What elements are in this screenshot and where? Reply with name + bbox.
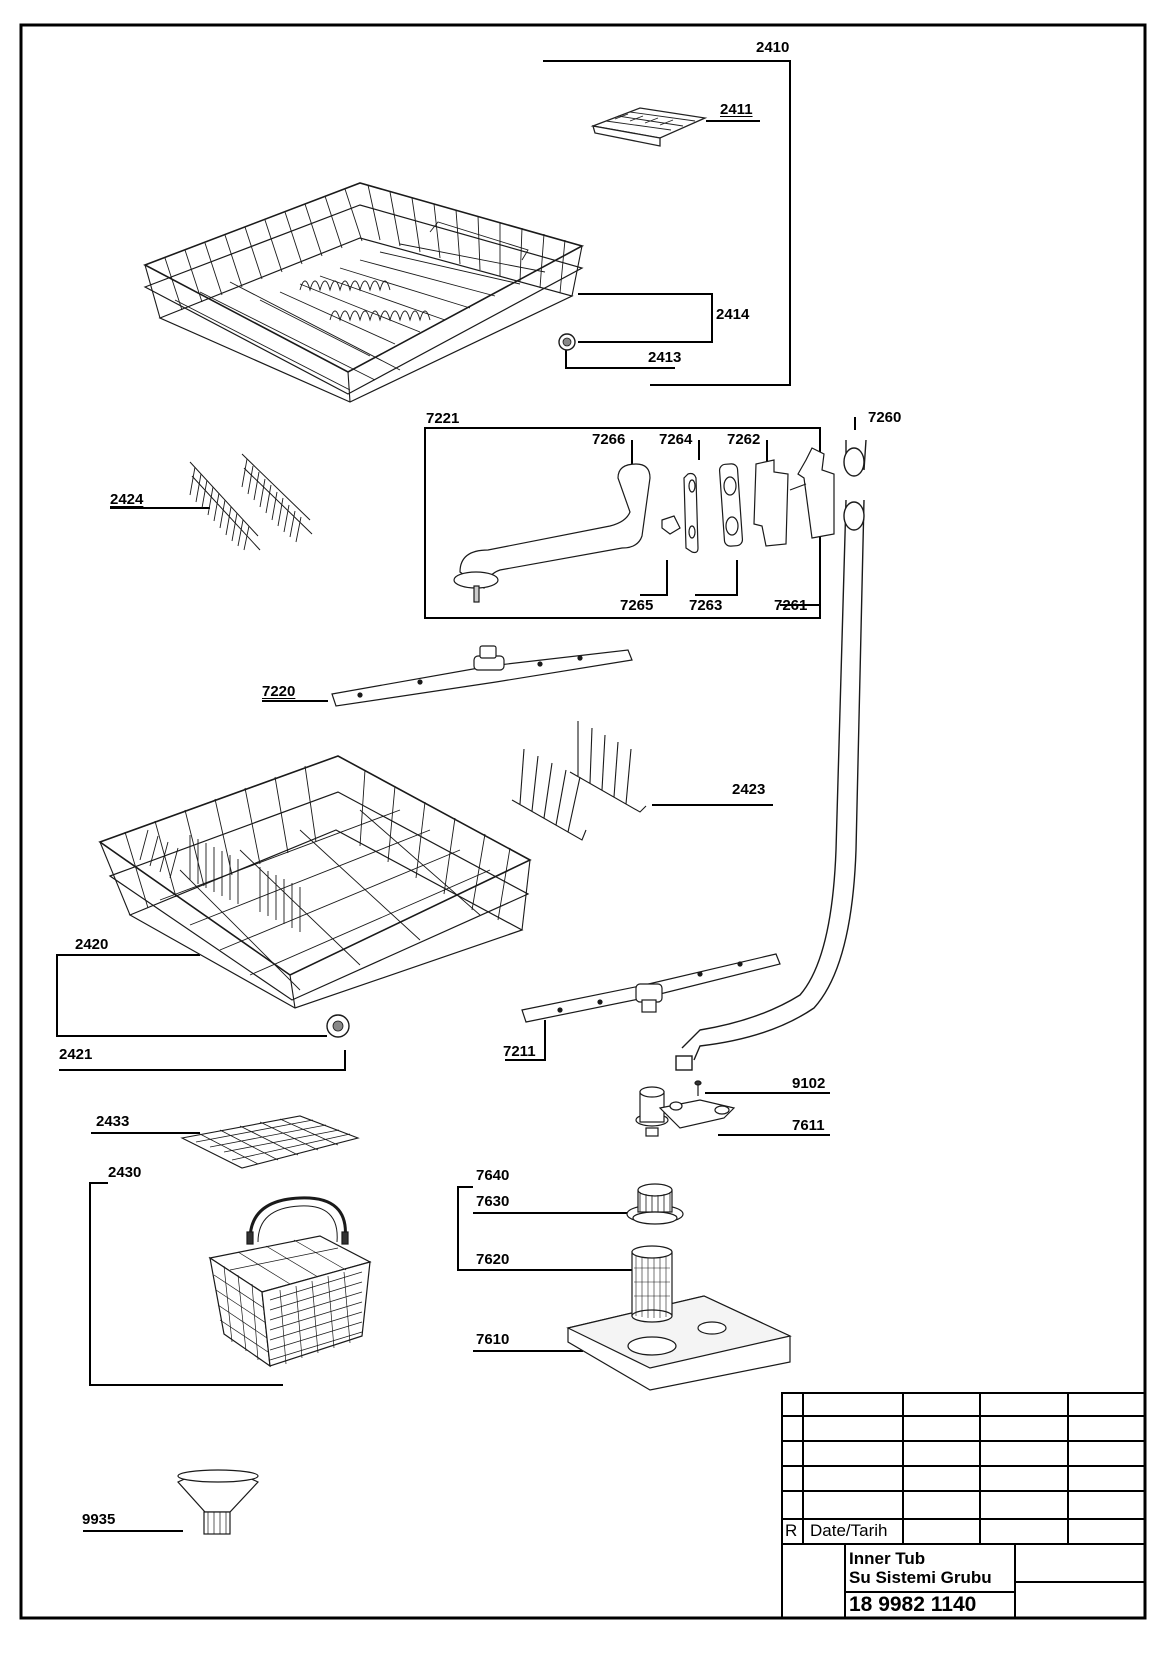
part-2424-drawing [189, 453, 313, 551]
label-7211: 7211 [503, 1043, 536, 1060]
part-2433-drawing [180, 1115, 360, 1169]
part-7640-7630-7620-7610-drawing [566, 1183, 792, 1391]
label-7611: 7611 [792, 1117, 825, 1134]
label-7266: 7266 [592, 431, 626, 448]
label-7262: 7262 [727, 431, 761, 448]
label-9935: 9935 [82, 1511, 116, 1528]
label-7260: 7260 [868, 409, 902, 426]
revision-label: R [785, 1521, 798, 1540]
label-2430: 2430 [108, 1164, 142, 1181]
part-7220-spray-arm [331, 645, 633, 707]
part-2410-upper-basket [143, 182, 585, 403]
label-7220: 7220 [262, 683, 296, 700]
label-7640: 7640 [476, 1167, 510, 1184]
label-2411: 2411 [720, 101, 753, 118]
label-7221: 7221 [426, 410, 460, 427]
part-7211-spray-arm [521, 953, 781, 1023]
label-7264: 7264 [659, 431, 693, 448]
label-7610: 7610 [476, 1331, 510, 1348]
drawing-title-tr: Su Sistemi Grubu [849, 1568, 992, 1587]
part-9935-funnel [177, 1469, 259, 1535]
label-7620: 7620 [476, 1251, 510, 1268]
label-2410: 2410 [756, 39, 790, 56]
leader-lines [56, 60, 856, 1532]
part-2420-lower-basket [98, 755, 532, 1038]
label-2421: 2421 [59, 1046, 93, 1063]
label-2433: 2433 [96, 1113, 130, 1130]
part-9102-7611-drawing [635, 1080, 736, 1137]
part-7221-assembly [453, 447, 835, 603]
label-2424: 2424 [110, 491, 144, 508]
part-2411-drawing [590, 107, 708, 147]
label-2414: 2414 [716, 306, 750, 323]
label-7263: 7263 [689, 597, 723, 614]
date-label: Date/Tarih [810, 1521, 888, 1540]
drawing-number: 18 9982 1140 [849, 1593, 977, 1616]
label-7265: 7265 [620, 597, 654, 614]
part-2423-drawing [511, 721, 647, 841]
label-2420: 2420 [75, 936, 109, 953]
part-2430-cutlery-basket [208, 1196, 372, 1368]
label-9102: 9102 [792, 1075, 826, 1092]
label-2413: 2413 [648, 349, 682, 366]
label-7261: 7261 [774, 597, 808, 614]
label-2423: 2423 [732, 781, 766, 798]
sheet-border [19, 23, 1147, 1620]
title-block-grid [781, 1392, 1146, 1619]
label-7630: 7630 [476, 1193, 510, 1210]
drawing-title-en: Inner Tub [849, 1549, 926, 1568]
part-7260-pipe [675, 439, 867, 1071]
